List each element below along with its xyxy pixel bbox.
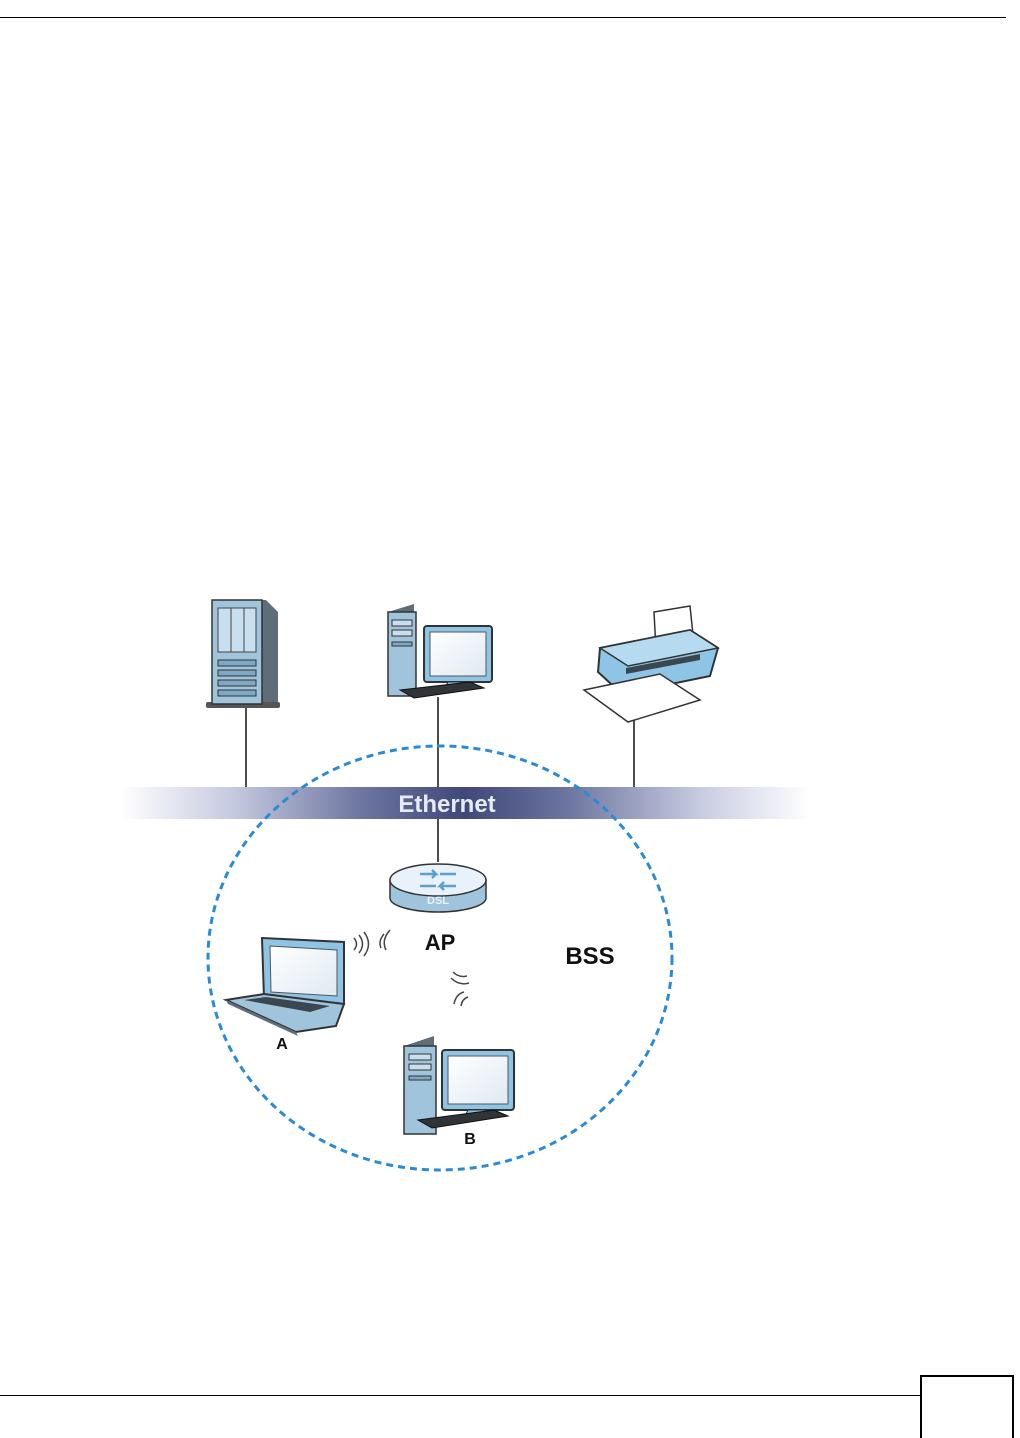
router-icon: DSL xyxy=(390,864,486,912)
desktop-computer-icon xyxy=(404,1036,514,1134)
server-icon xyxy=(206,600,280,708)
desktop-b-label: B xyxy=(464,1131,476,1148)
printer-icon xyxy=(584,606,718,722)
laptop-a-label: A xyxy=(276,1036,288,1053)
ethernet-label: Ethernet xyxy=(398,791,495,818)
ap-label: AP xyxy=(425,930,456,955)
footer-rule xyxy=(0,1395,920,1396)
laptop-icon xyxy=(226,938,344,1036)
desktop-computer-icon xyxy=(388,604,492,698)
ethernet-bus: Ethernet xyxy=(120,787,810,819)
page-number-box xyxy=(920,1375,1014,1438)
router-badge: DSL xyxy=(427,895,449,907)
bss-label: BSS xyxy=(565,943,614,970)
wired-links xyxy=(246,697,634,862)
